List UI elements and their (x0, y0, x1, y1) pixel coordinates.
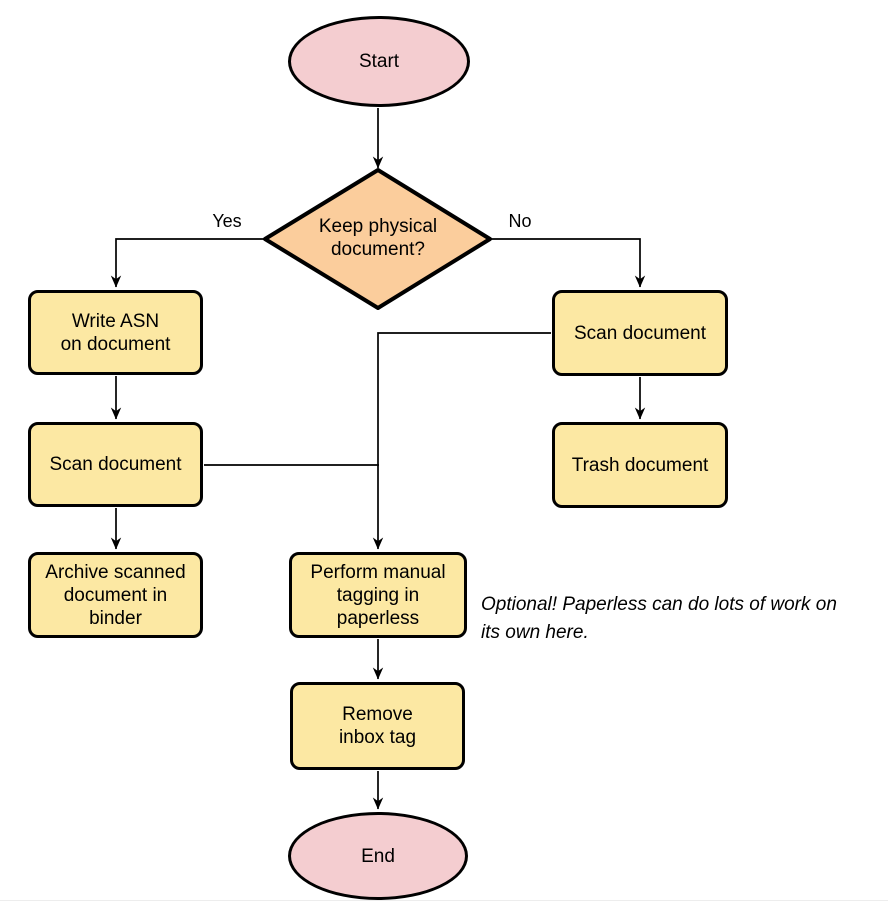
node-archive-document-label: Archive scanned document in binder (45, 561, 186, 629)
decision-shape (263, 168, 492, 310)
node-archive-document: Archive scanned document in binder (28, 552, 203, 638)
node-trash-document: Trash document (552, 422, 728, 508)
node-scan-document-left-label: Scan document (49, 454, 182, 475)
node-scan-document-right: Scan document (552, 290, 728, 376)
edge-label-yes: Yes (212, 211, 242, 231)
optional-note: Optional! Paperless can do lots of work … (481, 594, 837, 643)
node-manual-tagging: Perform manual tagging in paperless (289, 552, 467, 638)
edge-label-no: No (508, 211, 532, 231)
node-scan-document-right-label: Scan document (573, 322, 707, 344)
edge-decision-no-to-scan-right (491, 238, 646, 288)
edge-scan-right-to-tagging (372, 332, 551, 550)
page-divider (0, 900, 888, 901)
node-remove-inbox-tag: Remove inbox tag (290, 682, 465, 770)
node-end-label: End (361, 845, 395, 867)
node-decision-label: Keep physical document? (318, 216, 438, 260)
node-start-label: Start (358, 51, 400, 72)
node-end: End (288, 812, 468, 900)
node-start: Start (288, 16, 470, 107)
node-trash-document-label: Trash document (571, 454, 709, 476)
edge-decision-yes-to-write-asn (110, 238, 264, 288)
node-manual-tagging-label: Perform manual tagging in paperless (310, 561, 446, 629)
node-remove-inbox-tag-label: Remove inbox tag (338, 704, 417, 748)
node-scan-document-left: Scan document (28, 422, 203, 507)
node-write-asn-label: Write ASN on document (60, 310, 171, 355)
node-write-asn: Write ASN on document (28, 290, 203, 375)
